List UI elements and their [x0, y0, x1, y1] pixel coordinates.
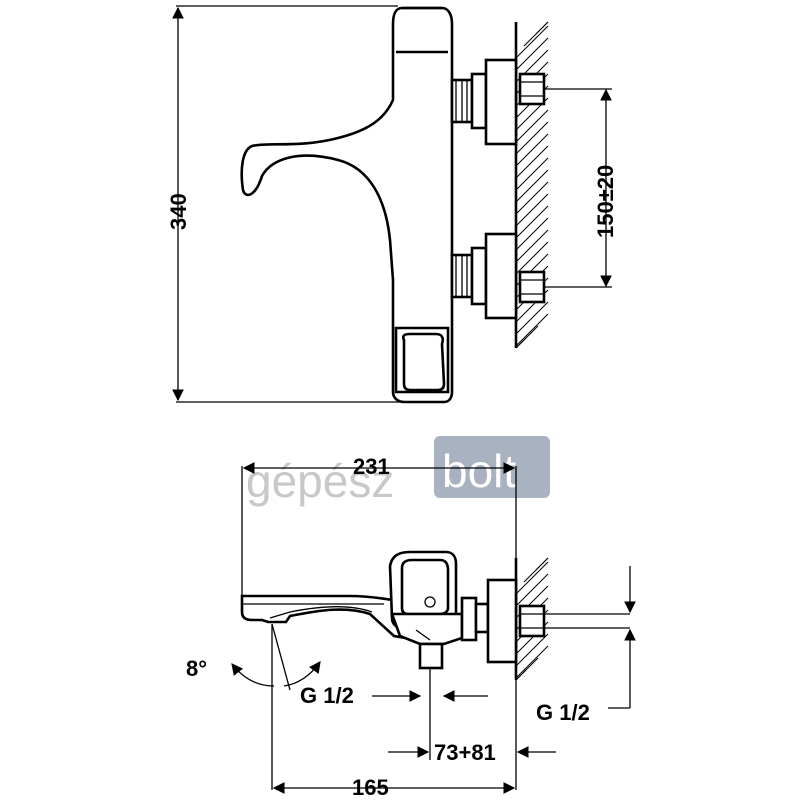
wall-connector	[460, 578, 630, 664]
side-view: 231 8° G 1/2 G 1/2	[186, 454, 636, 800]
bottom-knob	[394, 326, 450, 394]
hatch-line	[515, 337, 527, 349]
front-view: 340 150±20	[166, 5, 618, 404]
hatch-line	[515, 645, 549, 679]
dimension-length: 231	[241, 454, 517, 596]
dimension-offset-label: 73+81	[434, 740, 496, 765]
thread-right: G 1/2	[536, 566, 636, 725]
dimension-offset: 73+81	[388, 680, 556, 790]
hatch-line	[515, 181, 549, 215]
upper-connector	[450, 58, 546, 146]
hatch-line	[515, 561, 549, 595]
faucet-body-outline	[240, 6, 454, 404]
hatch-line	[515, 25, 549, 59]
watermark-logo: gépész bolt	[246, 436, 550, 507]
hatch-line	[515, 229, 549, 263]
top-knob	[396, 6, 448, 54]
hatch-line	[515, 573, 549, 607]
hatch-line	[515, 169, 549, 203]
thread-right-label: G 1/2	[536, 700, 590, 725]
watermark-badge-text: bolt	[442, 445, 516, 497]
dimension-angle: 8°	[186, 623, 321, 790]
dimension-length-label: 231	[353, 454, 390, 479]
dimension-spacing-label: 150±20	[593, 165, 618, 238]
dimension-reach-label: 165	[352, 775, 389, 800]
hatch-line	[515, 313, 549, 347]
hatch-line	[523, 21, 549, 47]
dimension-spacing: 150±20	[544, 88, 618, 288]
hatch-line	[523, 557, 549, 583]
hatch-line	[515, 121, 549, 155]
dimension-angle-label: 8°	[186, 656, 207, 681]
hatch-line	[515, 145, 549, 179]
hatch-line	[515, 217, 549, 251]
thread-left-label: G 1/2	[300, 683, 354, 708]
hatch-line	[515, 109, 549, 143]
hatch-line	[515, 633, 549, 667]
hatch-line	[515, 669, 527, 681]
dimension-reach: 165	[272, 775, 516, 800]
hatch-line	[515, 133, 549, 167]
hatch-line	[515, 193, 549, 227]
hatch-line	[515, 37, 549, 71]
thread-left: G 1/2	[300, 683, 488, 708]
hatch-line	[515, 205, 549, 239]
outlet-pipe	[418, 642, 444, 670]
dimension-height: 340	[166, 5, 404, 403]
dimension-height-label: 340	[166, 193, 191, 230]
hatch-line	[515, 301, 549, 335]
lower-connector	[450, 232, 546, 320]
hatch-line	[515, 157, 549, 191]
hatch-line	[515, 241, 549, 275]
